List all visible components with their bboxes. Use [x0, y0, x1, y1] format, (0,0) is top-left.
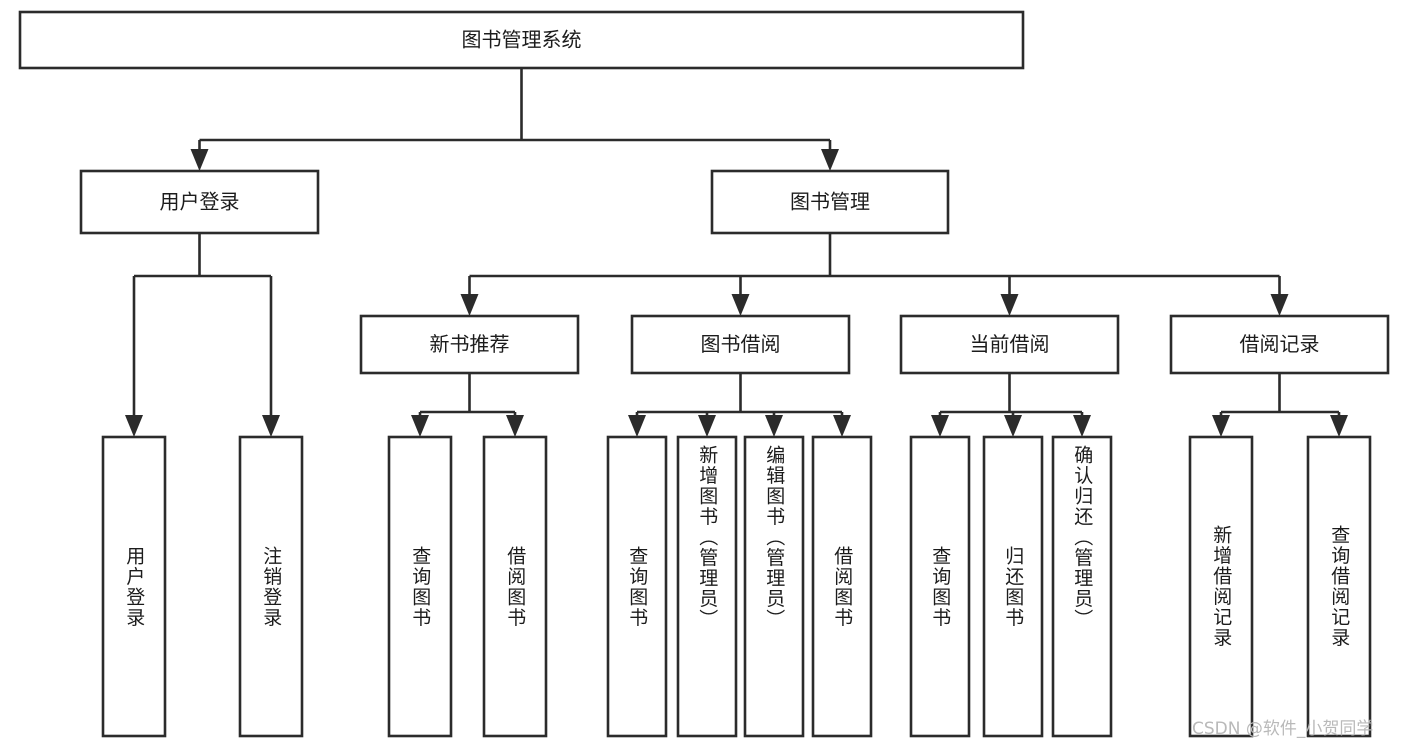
arrow-head: [628, 415, 646, 437]
arrow-head: [506, 415, 524, 437]
arrow-head: [731, 294, 750, 316]
arrow-head: [698, 415, 716, 437]
arrow-head: [411, 415, 429, 437]
connector-layer: [125, 68, 1348, 437]
arrow-head: [1270, 294, 1289, 316]
node-box-leaf-cu-query[interactable]: [909, 435, 971, 738]
node-box-borrow[interactable]: [630, 314, 851, 375]
arrow-head: [262, 415, 280, 437]
node-box-newbook[interactable]: [359, 314, 580, 375]
arrow-head: [931, 415, 949, 437]
node-box-leaf-br-query[interactable]: [606, 435, 668, 738]
node-label-current: 当前借阅: [970, 332, 1050, 356]
node-label-record: 借阅记录: [1240, 332, 1320, 356]
node-box-leaf-br-add[interactable]: [676, 435, 738, 738]
arrow-head: [765, 415, 783, 437]
arrow-head: [821, 149, 839, 171]
node-box-leaf-cu-return[interactable]: [982, 435, 1044, 738]
node-box-leaf-br-borrow[interactable]: [811, 435, 873, 738]
node-box-leaf-rc-query[interactable]: [1306, 435, 1372, 738]
node-box-leaf-nb-borrow[interactable]: [482, 435, 548, 738]
node-box-leaf-user-logout[interactable]: [238, 435, 304, 738]
node-box-leaf-br-edit[interactable]: [743, 435, 805, 738]
arrow-head: [460, 294, 479, 316]
node-box-layer: [18, 10, 1390, 738]
csdn-watermark: CSDN @软件_小贺同学: [1192, 719, 1374, 739]
node-box-record[interactable]: [1169, 314, 1390, 375]
arrow-head: [1073, 415, 1091, 437]
node-label-root: 图书管理系统: [462, 28, 582, 52]
arrow-head: [1004, 415, 1022, 437]
node-label-newbook: 新书推荐: [430, 332, 510, 356]
node-box-login[interactable]: [79, 169, 320, 235]
node-box-leaf-nb-query[interactable]: [387, 435, 453, 738]
arrow-head: [190, 149, 209, 171]
arrow-head: [1330, 415, 1348, 437]
node-box-root[interactable]: [18, 10, 1025, 70]
arrow-head: [1000, 294, 1019, 316]
arrow-head: [833, 415, 851, 437]
node-box-leaf-cu-confirm[interactable]: [1051, 435, 1113, 738]
node-box-bookmgmt[interactable]: [710, 169, 950, 235]
node-box-leaf-user-login[interactable]: [101, 435, 167, 738]
arrow-head: [125, 415, 143, 437]
arrow-head: [1212, 415, 1230, 437]
node-box-leaf-rc-add[interactable]: [1188, 435, 1254, 738]
node-label-login: 用户登录: [160, 190, 240, 214]
node-label-bookmgmt: 图书管理: [790, 190, 870, 214]
node-label-borrow: 图书借阅: [701, 332, 781, 356]
node-box-current[interactable]: [899, 314, 1120, 375]
